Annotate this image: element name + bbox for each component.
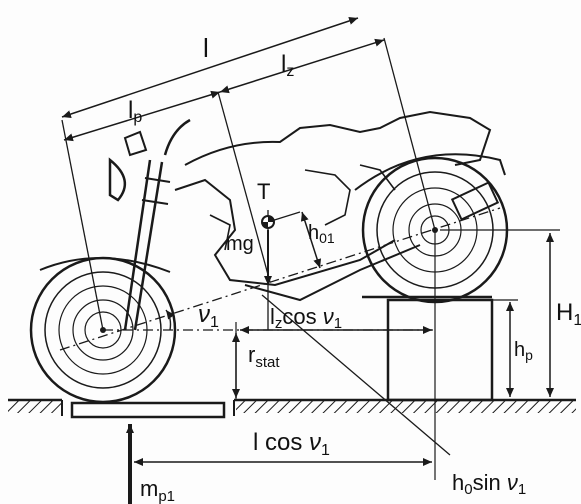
weighing-plate: [70, 401, 226, 419]
label-l: l: [203, 33, 209, 63]
label-T: T: [257, 179, 270, 204]
label-lp: lp: [128, 97, 142, 126]
label-rstat: rstat: [248, 342, 280, 371]
label-lz: lz: [281, 51, 294, 80]
label-H1: H1: [556, 299, 581, 329]
label-hp: hp: [514, 339, 533, 363]
label-mg: mg: [226, 233, 254, 255]
labels: l lz lp T mg h01 ν1 lzcos ν1 H1 hp rstat…: [128, 33, 581, 504]
label-mp1: mp1: [140, 476, 175, 504]
label-lzcos-nu1: lzcos ν1: [270, 304, 342, 332]
geometry-lines: [59, 17, 560, 504]
motorcycle-body: [108, 110, 500, 331]
label-lcos-nu1: l cos ν1: [253, 429, 330, 459]
ramp-block: [362, 295, 494, 402]
label-h0sin-nu1: h0sin ν1: [452, 470, 526, 498]
label-h01: h01: [308, 222, 335, 246]
center-of-gravity-marker: [261, 215, 275, 229]
rear-wheel: [354, 153, 509, 304]
label-nu1: ν1: [198, 301, 219, 331]
front-wheel: [29, 256, 177, 404]
